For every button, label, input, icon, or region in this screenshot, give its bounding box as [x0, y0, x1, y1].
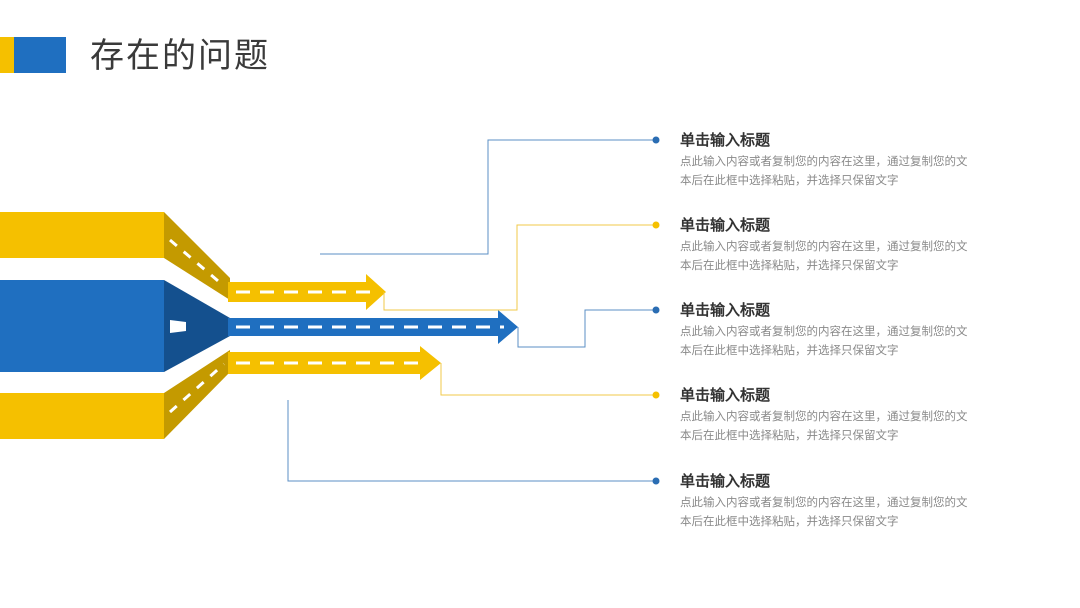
- connector-dot-3: [652, 306, 660, 314]
- road-bottom-lane-mark: [169, 362, 225, 414]
- item-title[interactable]: 单击输入标题: [680, 386, 771, 404]
- item-2: 单击输入标题 点此输入内容或者复制您的内容在这里，通过复制您的文本后在此框中选择…: [680, 215, 980, 275]
- item-body[interactable]: 点此输入内容或者复制您的内容在这里，通过复制您的文本后在此框中选择粘贴，并选择只…: [680, 239, 968, 272]
- arrow-middle: [228, 310, 518, 344]
- item-title[interactable]: 单击输入标题: [680, 472, 771, 490]
- connector-2: [383, 224, 656, 311]
- connector-dot-5: [652, 477, 660, 485]
- item-body[interactable]: 点此输入内容或者复制您的内容在这里，通过复制您的文本后在此框中选择粘贴，并选择只…: [680, 154, 968, 187]
- connector-dot-1: [652, 136, 660, 144]
- road-middle-lane-mark: [170, 320, 186, 333]
- item-body[interactable]: 点此输入内容或者复制您的内容在这里，通过复制您的文本后在此框中选择粘贴，并选择只…: [680, 409, 968, 442]
- connector-dot-2: [652, 221, 660, 229]
- item-1: 单击输入标题 点此输入内容或者复制您的内容在这里，通过复制您的文本后在此框中选择…: [680, 130, 980, 190]
- item-4: 单击输入标题 点此输入内容或者复制您的内容在这里，通过复制您的文本后在此框中选择…: [680, 385, 980, 445]
- arrow-upper: [228, 274, 386, 310]
- item-5: 单击输入标题 点此输入内容或者复制您的内容在这里，通过复制您的文本后在此框中选择…: [680, 471, 980, 531]
- title-accent-blue: [14, 37, 66, 73]
- item-title[interactable]: 单击输入标题: [680, 216, 771, 234]
- road-top-face: [0, 212, 164, 258]
- connector-4: [440, 363, 656, 396]
- connector-dot-4: [652, 391, 660, 399]
- item-body[interactable]: 点此输入内容或者复制您的内容在这里，通过复制您的文本后在此框中选择粘贴，并选择只…: [680, 495, 968, 528]
- road-bottom-face: [0, 393, 164, 439]
- item-title[interactable]: 单击输入标题: [680, 131, 771, 149]
- road-middle-slope: [164, 280, 230, 372]
- connector-3: [517, 309, 656, 348]
- page-title: 存在的问题: [90, 36, 270, 76]
- title-accent-yellow: [0, 37, 14, 73]
- item-3: 单击输入标题 点此输入内容或者复制您的内容在这里，通过复制您的文本后在此框中选择…: [680, 300, 980, 360]
- connector-5: [287, 400, 656, 482]
- connector-1: [320, 139, 656, 255]
- item-title[interactable]: 单击输入标题: [680, 301, 771, 319]
- item-body[interactable]: 点此输入内容或者复制您的内容在这里，通过复制您的文本后在此框中选择粘贴，并选择只…: [680, 324, 968, 357]
- road-top-lane-mark: [169, 238, 225, 288]
- road-middle-face: [0, 280, 164, 372]
